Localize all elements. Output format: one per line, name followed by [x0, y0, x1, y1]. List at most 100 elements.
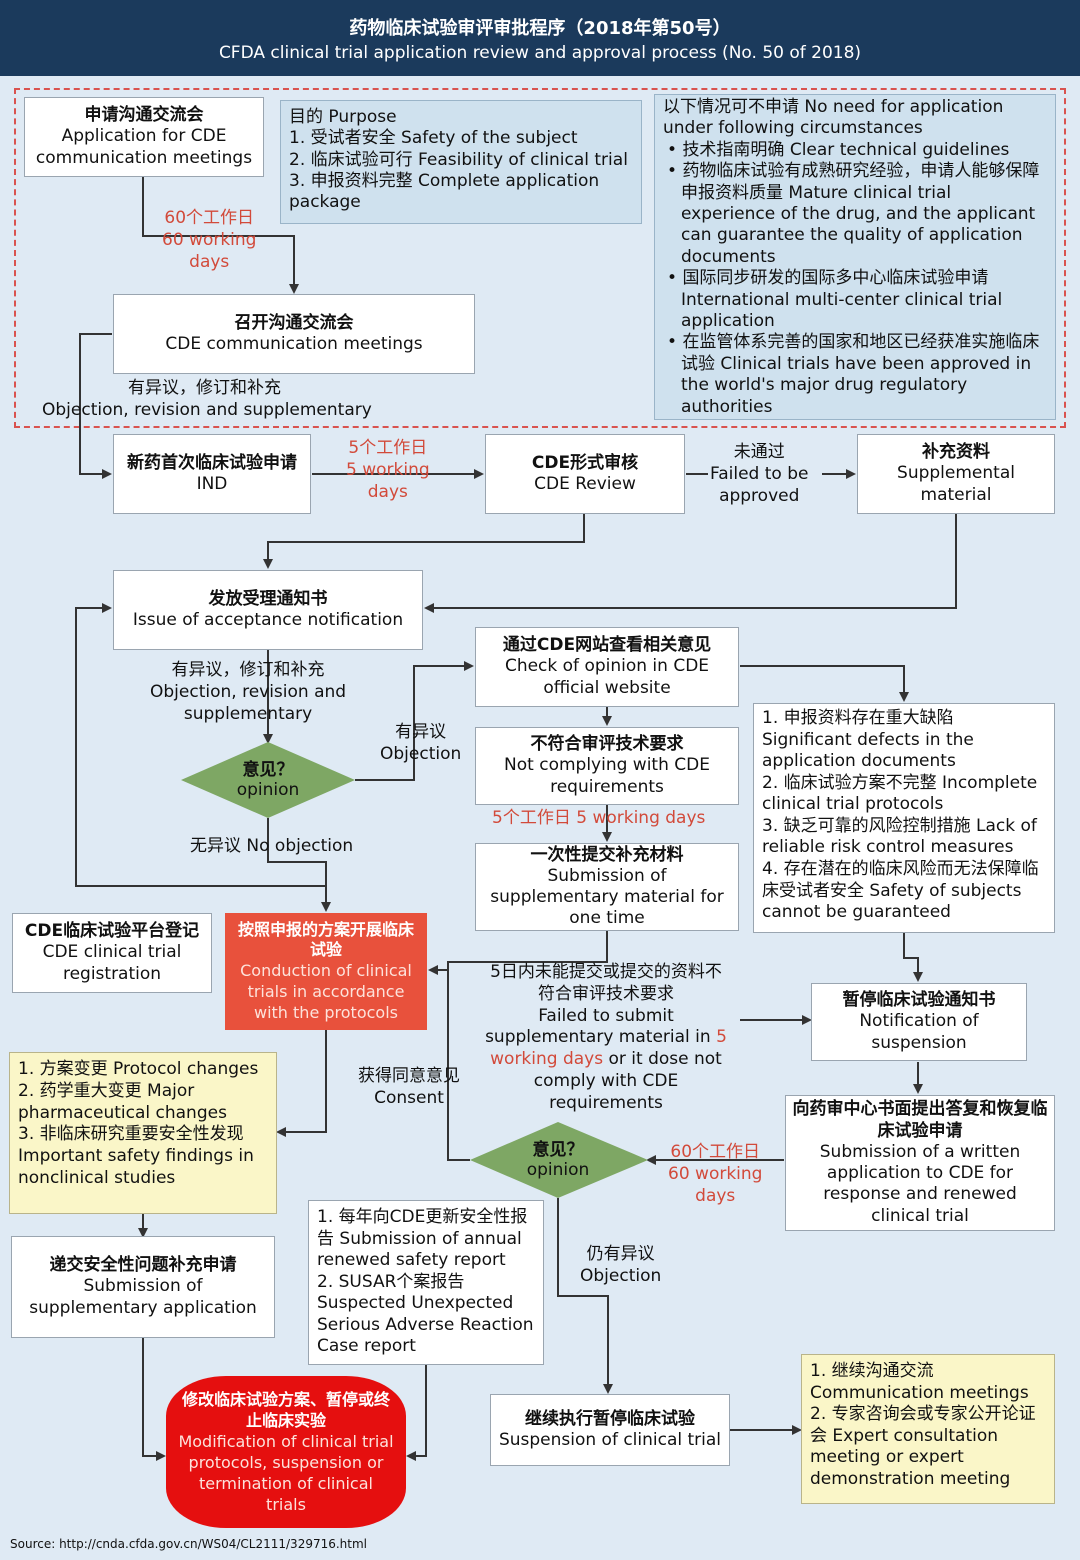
connector-loop-to-acceptance	[75, 603, 326, 887]
not-complying-box: 不符合审评技术要求 Not complying with CDE require…	[475, 727, 739, 805]
ind-box: 新药首次临床试验申请 IND	[113, 434, 311, 514]
connector-suppapp-to-modify	[142, 1338, 166, 1461]
supplemental-material-box: 补充资料 Supplemental material	[857, 434, 1055, 514]
response-renewal-box: 向药审中心书面提出答复和恢复临床试验申请 Submission of a wri…	[785, 1095, 1055, 1231]
suspension-notification-box: 暂停临床试验通知书 Notification of suspension	[811, 983, 1027, 1061]
acceptance-notification-box: 发放受理通知书 Issue of acceptance notification	[113, 570, 423, 650]
continue-comm-item: 2. 专家咨询会或专家公开论证会 Expert consultation mee…	[810, 1404, 1036, 1489]
ind-en: IND	[196, 474, 228, 494]
header-banner: 药物临床试验审评审批程序（2018年第50号） CFDA clinical tr…	[0, 0, 1080, 76]
defects-box: 1. 申报资料存在重大缺陷 Significant defects in the…	[753, 703, 1055, 933]
ind-zh: 新药首次临床试验申请	[127, 452, 297, 473]
no-need-title: 以下情况可不申请 No need for application under f…	[663, 97, 1004, 139]
connector-supp-to-acceptance	[424, 514, 957, 613]
cde-review-box: CDE形式审核 CDE Review	[485, 434, 685, 514]
continue-suspension-box: 继续执行暂停临床试验 Suspension of clinical trial	[490, 1394, 730, 1466]
continue-susp-en: Suspension of clinical trial	[498, 1430, 722, 1450]
no-need-item: • 药物临床试验有成熟研究经验，申请人能够保障申报资料质量 Mature cli…	[667, 161, 1040, 267]
apply-comm-en: Application for CDE communication meetin…	[35, 126, 253, 168]
modify-zh: 修改临床试验方案、暂停或终止临床实验	[181, 1389, 390, 1430]
connector-conduct-to-changes	[276, 1030, 327, 1137]
connector-opinion2-to-continue	[557, 1198, 613, 1394]
communication-meeting-zone	[14, 88, 1066, 428]
connector-review-to-acceptance	[263, 514, 585, 569]
annual-report-box: 1. 每年向CDE更新安全性报告 Submission of annual re…	[308, 1200, 544, 1365]
purpose-item: 1. 受试者安全 Safety of the subject	[289, 128, 578, 149]
modify-suspend-terminate-box: 修改临床试验方案、暂停或终止临床实验 Modification of clini…	[172, 1378, 400, 1526]
opinion-decision-label-2: 意见？opinion	[526, 1140, 590, 1181]
conduct-zh: 按照申报的方案开展临床试验	[237, 919, 414, 960]
apply-comm-zh: 申请沟通交流会	[84, 105, 204, 126]
purpose-item: 3. 申报资料完整 Complete application package	[289, 170, 600, 212]
registration-zh: CDE临床试验平台登记	[24, 921, 200, 942]
cde-review-en: CDE Review	[534, 474, 636, 494]
conduct-en: Conduction of clinical trials in accorda…	[240, 961, 412, 1022]
registration-en: CDE clinical trial registration	[42, 942, 182, 984]
submit-once-zh: 一次性提交补充材料	[530, 844, 684, 865]
submit-one-time-box: 一次性提交补充材料 Submission of supplementary ma…	[475, 843, 739, 931]
check-opinion-zh: 通过CDE网站查看相关意见	[502, 635, 712, 656]
page-title-en: CFDA clinical trial application review a…	[218, 43, 862, 63]
response-en: Submission of a written application to C…	[819, 1141, 1021, 1226]
changes-box: 1. 方案变更 Protocol changes 2. 药学重大变更 Major…	[9, 1052, 277, 1214]
hold-comm-en: CDE communication meetings	[165, 334, 423, 354]
connector-check-to-defects	[740, 665, 909, 702]
change-item: 2. 药学重大变更 Major pharmaceutical changes	[18, 1080, 227, 1123]
connector-apply-to-hold	[142, 177, 299, 294]
change-item: 1. 方案变更 Protocol changes	[18, 1059, 259, 1079]
connector-submit-to-opinion2	[447, 930, 608, 1161]
supp-material-en: Supplemental material	[897, 463, 1015, 505]
opinion-decision-label-1: 意见？opinion	[236, 760, 300, 801]
continue-susp-zh: 继续执行暂停临床试验	[525, 1408, 695, 1429]
modify-en: Modification of clinical trial protocols…	[178, 1431, 394, 1515]
acceptance-en: Issue of acceptance notification	[132, 610, 404, 630]
defect-item: 2. 临床试验方案不完整 Incomplete clinical trial p…	[762, 772, 1038, 815]
supp-material-zh: 补充资料	[922, 442, 990, 463]
opinion-decision-diamond-1	[181, 742, 355, 818]
defect-item: 1. 申报资料存在重大缺陷 Significant defects in the…	[762, 708, 974, 772]
registration-box: CDE临床试验平台登记 CDE clinical trial registrat…	[12, 913, 212, 993]
annual-item: 2. SUSAR个案报告 Suspected Unexpected Seriou…	[317, 1271, 534, 1357]
page-title-zh: 药物临床试验审评审批程序（2018年第50号）	[349, 18, 731, 39]
connector-hold-to-ind	[79, 333, 112, 479]
connector-opinion1-to-conduct	[267, 818, 331, 912]
response-zh: 向药审中心书面提出答复和恢复临床试验申请	[792, 1099, 1048, 1141]
continue-communication-box: 1. 继续沟通交流 Communication meetings 2. 专家咨询…	[801, 1354, 1055, 1504]
label-no-objection: 无异议 No objection	[190, 836, 354, 856]
not-comply-en: Not complying with CDE requirements	[504, 755, 710, 797]
supplementary-application-box: 递交安全性问题补充申请 Submission of supplementary …	[11, 1236, 275, 1338]
annual-item: 1. 每年向CDE更新安全性报告 Submission of annual re…	[317, 1207, 528, 1271]
supp-app-zh: 递交安全性问题补充申请	[49, 1255, 237, 1276]
check-opinion-en: Check of opinion in CDE official website	[504, 656, 710, 698]
not-comply-zh: 不符合审评技术要求	[530, 734, 684, 755]
no-need-item: • 技术指南明确 Clear technical guidelines	[667, 139, 1010, 160]
suspension-notice-en: Notification of suspension	[859, 1011, 979, 1053]
modify-box-shape	[166, 1376, 406, 1528]
defect-item: 3. 缺乏可靠的风险控制措施 Lack of reliable risk con…	[762, 815, 1037, 858]
change-item: 3. 非临床研究重要安全性发现 Important safety finding…	[18, 1124, 254, 1188]
connector-defects-to-suspension	[903, 932, 923, 982]
no-need-box: 以下情况可不申请 No need for application under f…	[654, 94, 1056, 420]
cde-review-zh: CDE形式审核	[531, 452, 639, 473]
no-need-item: • 国际同步研发的国际多中心临床试验申请 International multi…	[667, 268, 1003, 332]
source-citation: Source: http://cnda.cfda.gov.cn/WS04/CL2…	[10, 1537, 368, 1551]
apply-communication-meeting-box: 申请沟通交流会 Application for CDE communicatio…	[24, 97, 264, 177]
conduct-trial-box: 按照申报的方案开展临床试验 Conduction of clinical tri…	[225, 913, 427, 1030]
opinion-decision-diamond-2	[470, 1122, 648, 1198]
label-5-days-b: 5个工作日 5 working days	[492, 808, 706, 828]
continue-comm-item: 1. 继续沟通交流 Communication meetings	[810, 1361, 1029, 1403]
purpose-item: 2. 临床试验可行 Feasibility of clinical trial	[289, 149, 628, 170]
submit-once-en: Submission of supplementary material for…	[490, 865, 724, 929]
acceptance-zh: 发放受理通知书	[208, 588, 328, 609]
label-failed-5-days: 5日内未能提交或提交的资料不 符合审评技术要求 Failed to submit…	[485, 962, 727, 1113]
hold-communication-meeting-box: 召开沟通交流会 CDE communication meetings	[113, 294, 475, 374]
supp-app-en: Submission of supplementary application	[29, 1276, 257, 1318]
